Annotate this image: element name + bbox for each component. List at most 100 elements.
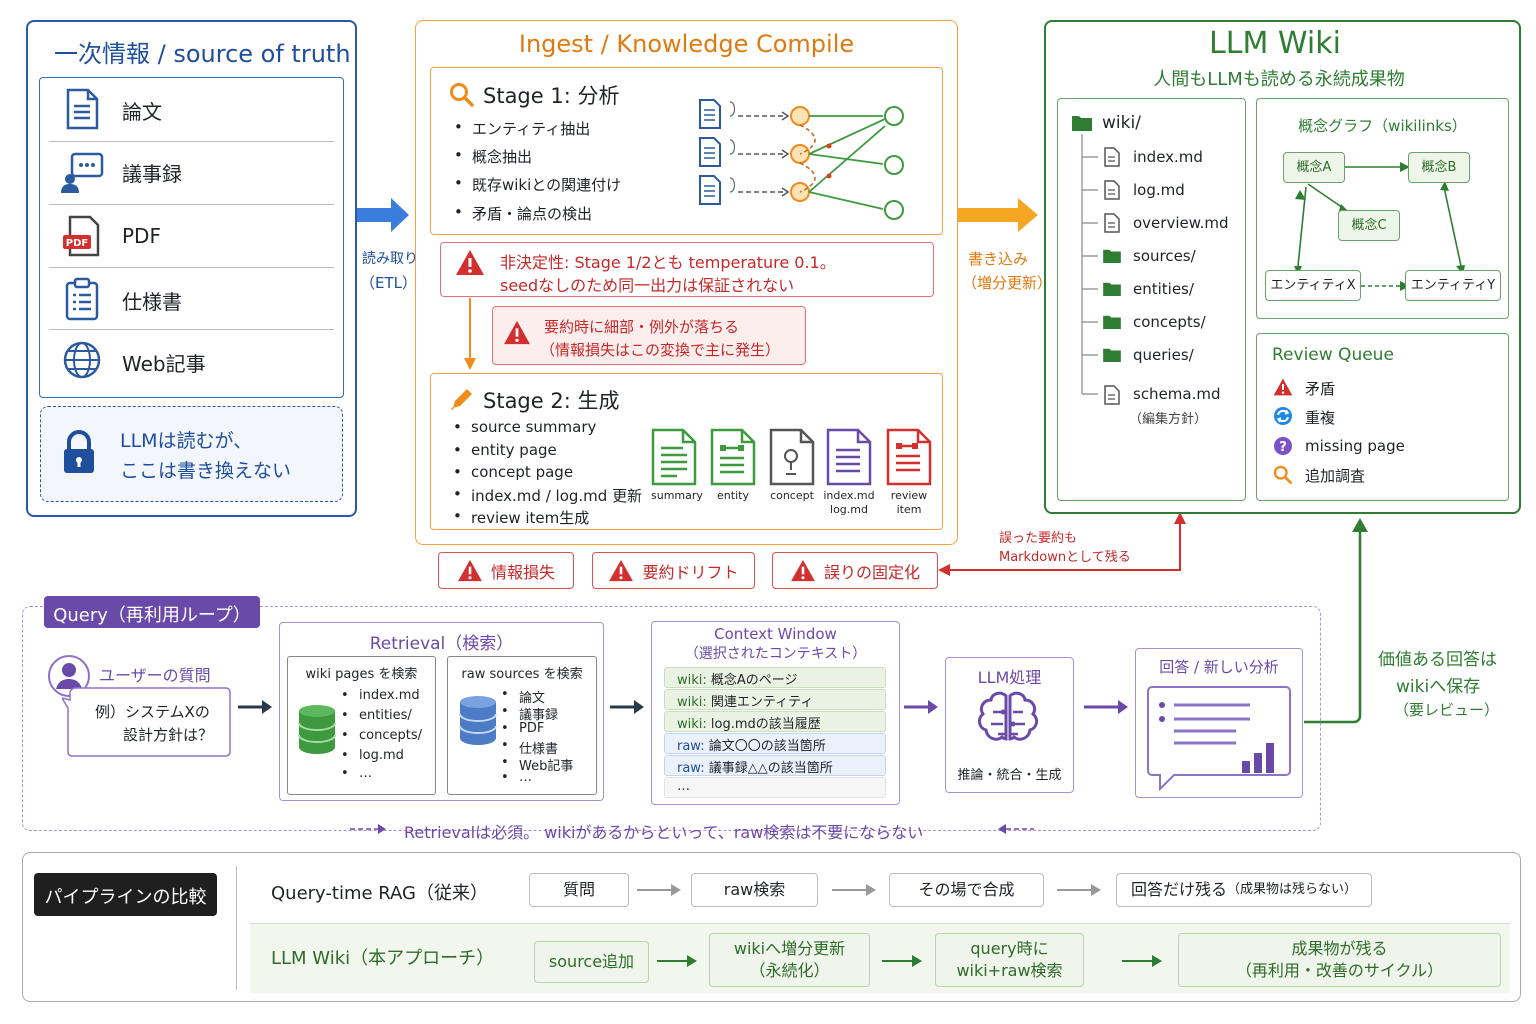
lock-icon	[64, 430, 94, 473]
wiki-search-title: wiki pages を検索	[305, 667, 418, 682]
rag-final-note: （成果物は残らない）	[1227, 882, 1358, 898]
context-more: …	[677, 779, 690, 794]
flow-arrow	[610, 700, 644, 714]
file-icon	[1104, 180, 1120, 200]
stage2-box	[430, 373, 943, 530]
database-icon	[298, 705, 336, 754]
green-arrow	[882, 955, 922, 967]
stage2-title: Stage 2: 生成	[483, 389, 620, 413]
save-note-line1: 価値ある回答は	[1378, 650, 1497, 670]
llm-caption: 推論・統合・生成	[957, 768, 1062, 783]
llm-title: LLM処理	[977, 668, 1042, 687]
file-label: summary	[651, 489, 703, 502]
speech-bubble	[62, 687, 231, 757]
wiki-step-label: query時に	[970, 939, 1049, 959]
wiki-search-item: index.md	[341, 688, 420, 703]
lock-note-line1: LLMは読むが、	[120, 430, 253, 452]
retrieval-title: Retrieval（検索）	[369, 634, 514, 654]
source-item-minutes: 議事録	[122, 162, 182, 186]
stage1-bullet: 既存wikiとの関連付け	[454, 174, 621, 195]
wiki-step: wikiへ増分更新（永続化）	[709, 933, 870, 987]
folder-icon	[1103, 249, 1121, 263]
context-row-raw: raw: 議事録△△の該当箇所	[664, 755, 886, 776]
pencil-icon	[451, 389, 472, 410]
concept-graph-edges	[1294, 162, 1465, 291]
raw-search-item: 論文	[501, 687, 545, 706]
wiki-step: source追加	[534, 941, 649, 983]
file-label: item	[896, 503, 922, 516]
source-item-web: Web記事	[122, 352, 206, 376]
raw-search-item: Web記事	[501, 755, 573, 774]
context-subtitle: （選択されたコンテキスト）	[684, 646, 867, 662]
rag-step-final: 回答だけ残る（成果物は残らない）	[1116, 873, 1372, 907]
context-title: Context Window	[714, 625, 837, 643]
context-window-box	[651, 621, 900, 805]
stage2-bullet: source summary	[453, 418, 596, 436]
warning-icon	[609, 559, 634, 582]
raw-search-title: raw sources を検索	[461, 667, 583, 682]
wiki-search-item: entities/	[341, 708, 412, 723]
warning-icon	[504, 320, 530, 345]
risk-error-fixation: 誤りの固定化	[772, 552, 938, 589]
stage1-box	[430, 67, 943, 235]
nondeterminism-line1: 非決定性: Stage 1/2とも temperature 0.1。	[500, 253, 836, 272]
flow-arrow	[238, 700, 272, 714]
tree-item: queries/	[1133, 346, 1194, 364]
risk-label: 誤りの固定化	[823, 562, 920, 582]
stage2-bullet: index.md / log.md 更新	[453, 485, 642, 506]
context-row-wiki: wiki: 概念Aのページ	[664, 667, 886, 688]
warning-icon	[458, 559, 482, 582]
wiki-step-label: source追加	[548, 952, 635, 972]
tree-root: wiki/	[1102, 113, 1141, 133]
query-title-tag	[44, 596, 260, 628]
context-row-raw: raw: 論文〇〇の該当箇所	[664, 733, 886, 754]
graph-node-x: エンティティX	[1265, 270, 1361, 301]
query-footer-note: Retrievalは必須。 wikiがあるからといって、raw検索は不要にならな…	[404, 823, 924, 842]
query-title: Query（再利用ループ）	[53, 605, 251, 626]
context-tag: raw:	[677, 761, 705, 776]
graph-title: 概念グラフ（wikilinks）	[1298, 117, 1467, 135]
raw-search-item: …	[501, 770, 532, 785]
file-label: log.md	[830, 503, 868, 516]
context-tag: wiki:	[677, 673, 707, 688]
rag-final-label: 回答だけ残る	[1130, 880, 1227, 900]
tree-item: schema.md	[1133, 385, 1221, 403]
context-text: 論文〇〇の該当箇所	[708, 739, 826, 754]
wiki-subtitle: 人間もLLMも読める永続成果物	[1153, 69, 1405, 90]
graph-node-y: エンティティY	[1405, 270, 1501, 301]
wiki-panel	[1044, 20, 1521, 514]
ingest-title: Ingest / Knowledge Compile	[518, 30, 855, 58]
risk-label: 要約ドリフト	[642, 562, 739, 582]
clipboard-icon	[65, 277, 99, 321]
file-label: concept	[770, 489, 814, 502]
answer-chat-icon	[1147, 686, 1291, 791]
nondeterminism-line2: seedなしのため同一出力は保証されない	[500, 276, 795, 295]
tree-item: entities/	[1133, 280, 1194, 298]
flow-arrow	[1084, 700, 1128, 714]
wiki-step-label: 成果物が残る	[1291, 939, 1388, 959]
svg-text:PDF: PDF	[66, 238, 88, 249]
comparison-divider	[236, 866, 237, 990]
database-icon	[459, 696, 497, 745]
context-row-more: …	[664, 777, 886, 798]
comparison-panel	[22, 852, 1521, 1002]
brain-icon	[977, 691, 1039, 741]
file-icon	[1104, 213, 1120, 233]
document-icon	[66, 88, 99, 130]
globe-icon	[63, 341, 101, 379]
read-arrow	[357, 198, 409, 232]
wiki-search-item: concepts/	[341, 728, 422, 743]
summary-file-icon	[651, 428, 697, 486]
source-panel	[26, 20, 357, 517]
pdf-icon: PDF	[63, 215, 100, 257]
source-item-pdf: PDF	[122, 224, 161, 248]
tree-item: index.md	[1133, 148, 1203, 166]
source-list	[39, 77, 344, 398]
graph-node-c: 概念C	[1338, 210, 1400, 241]
folder-icon	[1103, 348, 1121, 362]
wiki-step: 成果物が残る （再利用・改善のサイクル）	[1178, 933, 1501, 987]
wiki-step-sub: （再利用・改善のサイクル）	[1235, 961, 1444, 980]
save-back-arrow	[1304, 518, 1368, 724]
answer-box	[1135, 648, 1303, 798]
tree-item: log.md	[1133, 181, 1185, 199]
